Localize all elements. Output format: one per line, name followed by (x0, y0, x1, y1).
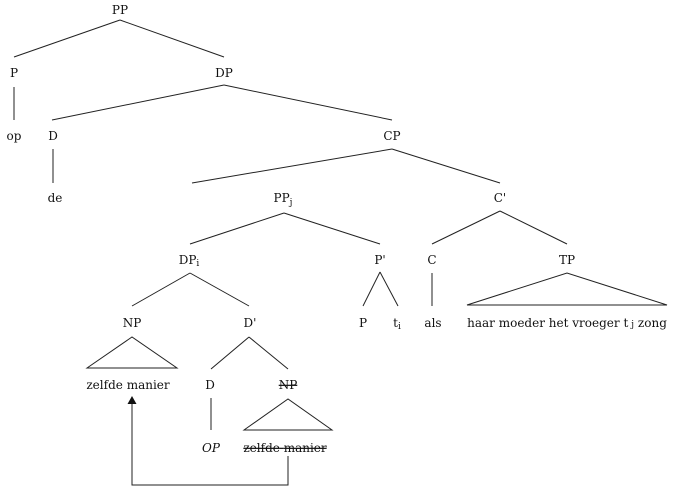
tp-triangle (466, 272, 668, 306)
trace-t-i-label: t (393, 316, 398, 330)
branch-dp-d (51, 84, 225, 121)
movement-arrowhead (127, 396, 137, 404)
np-word: zelfde (86, 378, 123, 392)
tree-labels: PP P DP op D CP de PPj C' DPi P' C TP NP… (7, 3, 668, 455)
word-op: op (7, 129, 22, 143)
node-pp-j-subscript: j (289, 198, 293, 208)
tp-word: haar (467, 316, 495, 330)
branch-dp-cp (223, 84, 393, 121)
branch-dbar-np (248, 336, 289, 370)
branch-pp-dp-i (189, 212, 285, 245)
branch-cp-cbar (391, 148, 501, 184)
word-als: als (424, 316, 441, 330)
tp-word: zong (638, 316, 667, 330)
node-d: D (48, 129, 58, 143)
tp-trace-subscript: j (630, 320, 634, 330)
branch-cbar-tp (499, 210, 568, 245)
movement-arrow-line (131, 404, 289, 486)
node-c: C (427, 253, 436, 267)
node-dp-i: DPi (179, 253, 200, 269)
tree-branches (13, 19, 668, 431)
tp-word: vroeger (571, 316, 620, 330)
node-d-lower: D (205, 378, 215, 392)
node-pp: PP (112, 3, 128, 17)
trace-t-i: ti (393, 316, 401, 332)
branch-pp-pbar (283, 212, 381, 245)
branch-dp-dbar (189, 272, 250, 307)
node-p-leaf: P (359, 316, 367, 330)
node-dp: DP (215, 66, 233, 80)
movement-arrow (127, 396, 289, 486)
np-word: manier (127, 378, 170, 392)
branch-pp-dp (119, 19, 225, 58)
node-np: NP (123, 316, 142, 330)
tp-trace: t (623, 316, 628, 330)
np-phrase: zelfde manier (86, 378, 170, 392)
np-deleted-word: manier (284, 441, 327, 455)
node-np-deleted: NP (279, 378, 298, 392)
branch-pbar-t (379, 271, 399, 307)
tp-word: moeder (499, 316, 545, 330)
node-dp-i-subscript: i (196, 259, 199, 269)
branch-dp-np (131, 272, 191, 307)
branch-dbar-d (210, 336, 250, 370)
operator-op: OP (202, 441, 221, 455)
node-tp: TP (559, 253, 575, 267)
word-de: de (48, 191, 63, 205)
branch-cp-pp (191, 148, 393, 184)
np-deleted-triangle (242, 398, 334, 431)
node-pp-j: PPj (274, 191, 293, 208)
node-dp-i-label: DP (179, 253, 197, 267)
node-p-bar: P' (374, 253, 385, 267)
branch-cbar-c (431, 210, 501, 245)
np-deleted-phrase: zelfde manier (243, 441, 327, 455)
np-deleted-word: zelfde (243, 441, 280, 455)
trace-t-i-subscript: i (398, 322, 401, 332)
node-p: P (10, 66, 18, 80)
branch-pp-p (13, 19, 121, 58)
np-triangle (85, 336, 179, 369)
branch-pbar-p (362, 271, 381, 307)
node-pp-j-label: PP (274, 191, 290, 205)
node-d-bar: D' (244, 316, 257, 330)
node-cp: CP (383, 129, 400, 143)
node-c-bar: C' (494, 191, 506, 205)
tp-word: het (549, 316, 569, 330)
